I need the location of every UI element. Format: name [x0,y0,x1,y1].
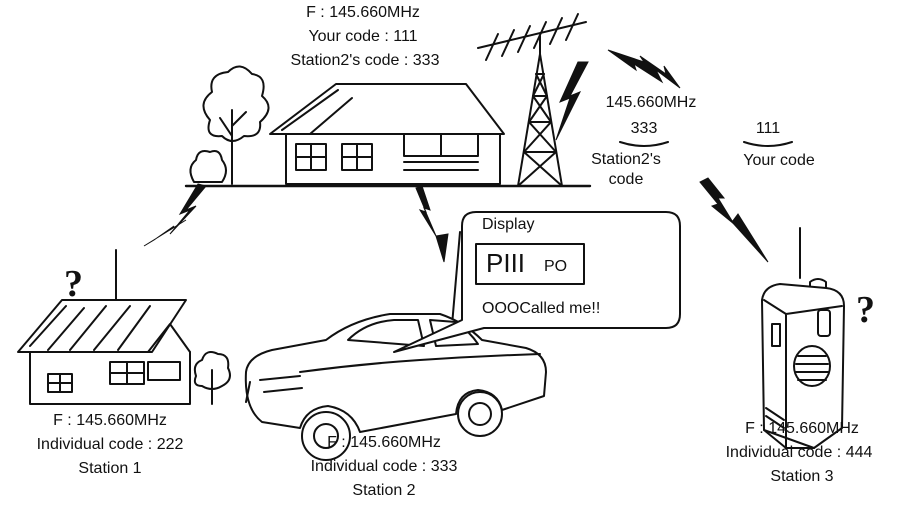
station1-freq-label: F : 145.660MHz [10,410,210,432]
bolt-icon-to-station3 [700,178,734,224]
tx-code-a-caption: Station2's code [586,150,666,190]
station3-freq-label: F : 145.660MHz [702,418,902,440]
tx-code-b: 111 [738,118,798,140]
station3-code-label: Individual code : 444 [694,442,904,464]
code-b-underline [744,142,792,146]
tx-code-a: 333 [614,118,674,140]
bolt-arrow-station1 [144,220,186,246]
station2-code-label: Individual code : 333 [278,456,490,478]
display-screen-main: PIII [486,248,525,279]
bolt-arrow-station3 [732,214,768,262]
station2-name-label: Station 2 [284,480,484,502]
bolt-icon-to-station2 [416,186,436,236]
yagi-antenna-icon [478,14,586,60]
station1-tree-icon [195,352,230,404]
bolt-icon-tower [556,62,588,140]
tx-code-b-caption: Your code [724,150,834,172]
base-freq-label: F : 145.660MHz [288,2,438,24]
base-station2-code-label: Station2's code : 333 [250,50,480,72]
tx-freq-label: 145.660MHz [588,92,714,114]
base-tower-icon [518,54,562,186]
station2-freq-label: F : 145.660MHz [284,432,484,454]
display-title: Display [482,216,534,234]
station1-code-label: Individual code : 222 [4,434,216,456]
station1-house-icon [18,250,190,404]
display-bubble [394,212,680,352]
base-house-icon [270,84,504,184]
base-bush-icon [190,151,226,182]
station3-question-mark: ? [856,288,875,332]
station1-name-label: Station 1 [10,458,210,480]
display-screen-sub: PO [544,258,567,276]
bolt-icon-antenna [608,50,680,88]
display-message: OOOCalled me!! [482,300,600,318]
bolt-arrow-station2 [436,234,448,262]
station3-name-label: Station 3 [702,466,902,488]
code-a-underline [620,142,668,146]
station3-radio-icon [762,228,844,448]
station1-question-mark: ? [64,262,83,306]
base-your-code-label: Your code : 111 [288,26,438,48]
